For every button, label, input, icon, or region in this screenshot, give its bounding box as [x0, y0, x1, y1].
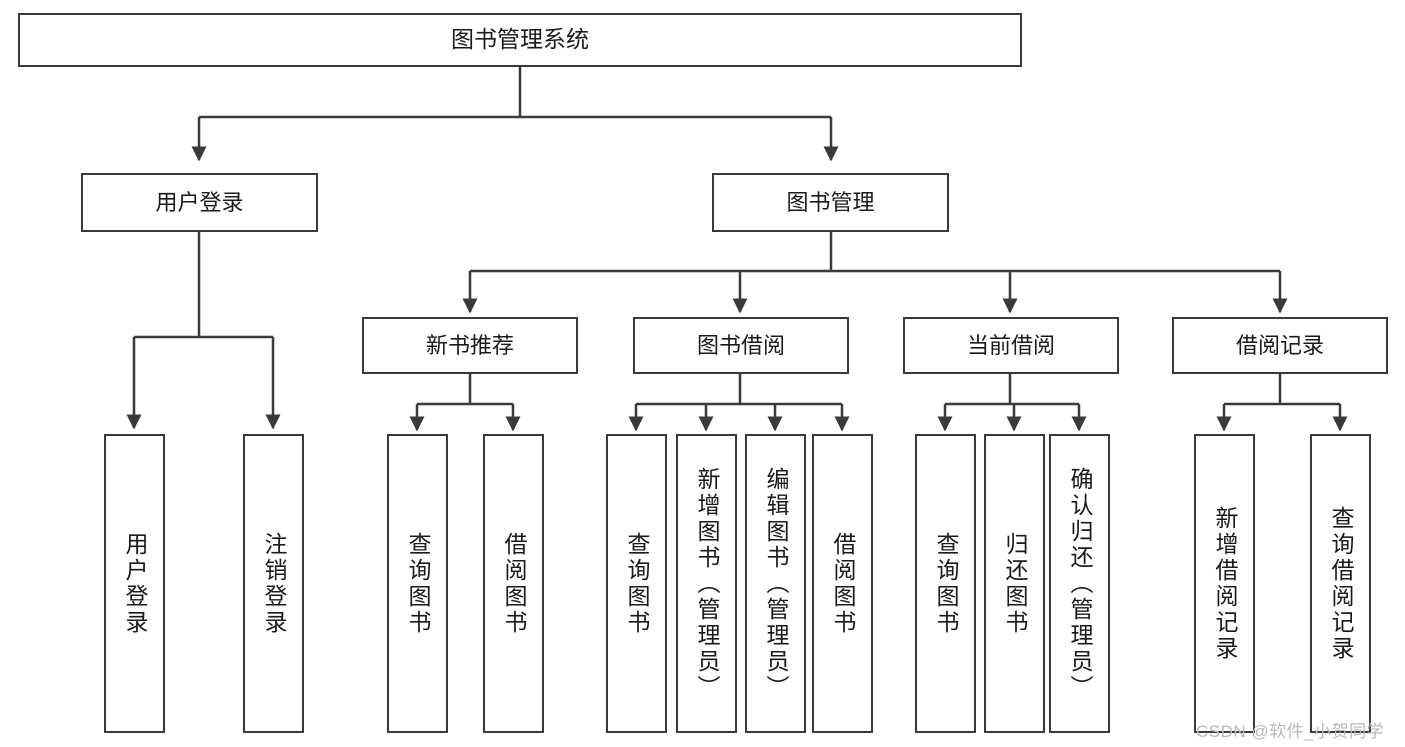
node-new-book-recommend[interactable]: 新书推荐: [362, 317, 578, 374]
node-book-management[interactable]: 图书管理: [712, 173, 949, 232]
leaf-edit-book-admin-label: 编辑图书（管理员）: [763, 466, 789, 701]
leaf-borrow-book-1-label: 借阅图书: [501, 531, 527, 636]
node-borrow-record[interactable]: 借阅记录: [1172, 317, 1388, 374]
node-book-borrow[interactable]: 图书借阅: [633, 317, 849, 374]
leaf-query-borrow-record[interactable]: 查询借阅记录: [1310, 434, 1371, 733]
leaf-logout-login[interactable]: 注销登录: [243, 434, 304, 733]
node-new-book-recommend-label: 新书推荐: [425, 332, 514, 358]
leaf-user-login-label: 用户登录: [122, 531, 148, 636]
node-borrow-record-label: 借阅记录: [1235, 332, 1324, 358]
node-user-login[interactable]: 用户登录: [81, 173, 318, 232]
node-current-borrow[interactable]: 当前借阅: [903, 317, 1119, 374]
node-book-management-label: 图书管理: [786, 189, 875, 215]
leaf-query-book-1-label: 查询图书: [405, 531, 431, 636]
node-book-borrow-label: 图书借阅: [696, 332, 785, 358]
leaf-logout-login-label: 注销登录: [261, 531, 287, 636]
leaf-confirm-return-admin[interactable]: 确认归还（管理员）: [1049, 434, 1110, 733]
leaf-borrow-book-2[interactable]: 借阅图书: [812, 434, 873, 733]
leaf-add-borrow-record[interactable]: 新增借阅记录: [1194, 434, 1255, 733]
leaf-query-book-1[interactable]: 查询图书: [387, 434, 448, 733]
leaf-return-book[interactable]: 归还图书: [984, 434, 1045, 733]
node-user-login-label: 用户登录: [155, 189, 244, 215]
node-root-label: 图书管理系统: [451, 26, 589, 53]
leaf-query-book-3[interactable]: 查询图书: [915, 434, 976, 733]
node-root[interactable]: 图书管理系统: [18, 13, 1022, 67]
leaf-add-borrow-record-label: 新增借阅记录: [1212, 505, 1238, 662]
leaf-return-book-label: 归还图书: [1002, 531, 1028, 636]
leaf-user-login[interactable]: 用户登录: [104, 434, 165, 733]
leaf-borrow-book-2-label: 借阅图书: [830, 531, 856, 636]
leaf-query-borrow-record-label: 查询借阅记录: [1328, 505, 1354, 662]
csdn-watermark: CSDN @软件_小贺同学: [1196, 722, 1385, 741]
leaf-add-book-admin[interactable]: 新增图书（管理员）: [676, 434, 737, 733]
leaf-add-book-admin-label: 新增图书（管理员）: [694, 466, 720, 701]
node-current-borrow-label: 当前借阅: [966, 332, 1055, 358]
leaf-borrow-book-1[interactable]: 借阅图书: [483, 434, 544, 733]
leaf-confirm-return-admin-label: 确认归还（管理员）: [1067, 466, 1093, 701]
leaf-query-book-3-label: 查询图书: [933, 531, 959, 636]
leaf-edit-book-admin[interactable]: 编辑图书（管理员）: [745, 434, 806, 733]
leaf-query-book-2[interactable]: 查询图书: [606, 434, 667, 733]
leaf-query-book-2-label: 查询图书: [624, 531, 650, 636]
